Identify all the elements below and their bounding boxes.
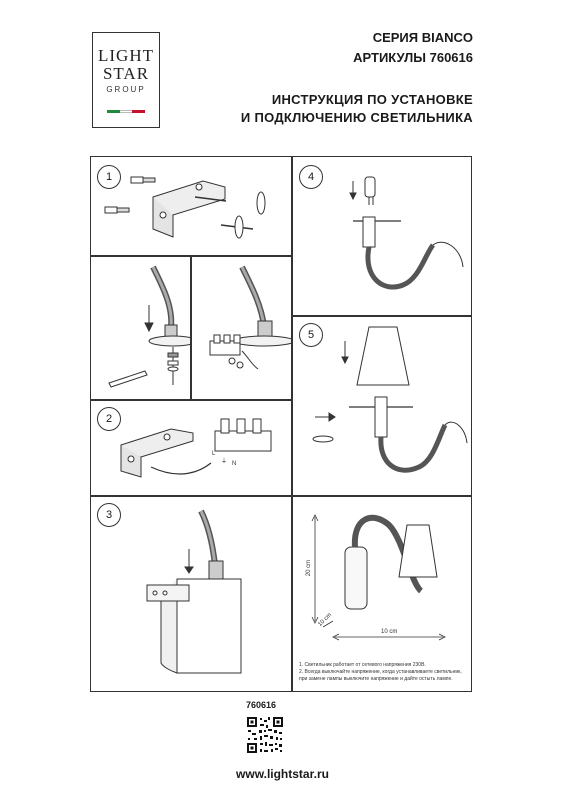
step-number-4: 4 bbox=[299, 165, 323, 189]
articles-title: АРТИКУЛЫ 760616 bbox=[353, 50, 473, 65]
panel-dimensions: 20 cm 10 cm 10 cm 1. Светильник работает… bbox=[292, 496, 472, 692]
panel-step-1-wiring bbox=[90, 256, 191, 400]
terminal-block-illustration bbox=[209, 265, 291, 370]
qr-code-icon bbox=[246, 716, 284, 754]
panel-step-1: 1 bbox=[90, 156, 292, 256]
panel-step-1-terminal bbox=[191, 256, 292, 400]
panel-step-2: 2 L ⏚ N bbox=[90, 400, 292, 496]
shade-installation-illustration bbox=[312, 326, 468, 473]
note-line-2: 2. Всегда выключайте напряжение, когда у… bbox=[299, 669, 462, 675]
shade-icon bbox=[356, 326, 410, 386]
canopy-mounting-illustration bbox=[146, 509, 242, 674]
step-number-1: 1 bbox=[97, 165, 121, 189]
step-number-3: 3 bbox=[97, 503, 121, 527]
instruction-title-line1: ИНСТРУКЦИЯ ПО УСТАНОВКЕ bbox=[271, 92, 473, 107]
step-number-5: 5 bbox=[299, 323, 323, 347]
note-line-1: 1. Светильник работает от сетевого напря… bbox=[299, 662, 426, 668]
terminal-label-l: L bbox=[212, 451, 216, 457]
instruction-title-line2: И ПОДКЛЮЧЕНИЮ СВЕТИЛЬНИКА bbox=[240, 110, 473, 125]
series-title: СЕРИЯ BIANCO bbox=[372, 30, 473, 45]
footer-article-number: 760616 bbox=[246, 700, 277, 710]
panel-step-4: 4 bbox=[292, 156, 472, 316]
cable-through-nut-illustration bbox=[108, 265, 190, 388]
lamp-bulb-icon bbox=[364, 176, 376, 198]
italian-flag-icon bbox=[107, 110, 146, 113]
step-number-2: 2 bbox=[97, 407, 121, 431]
logo-text-group: GROUP bbox=[106, 85, 146, 94]
logo-text-light: LIGHT bbox=[98, 46, 154, 65]
wiring-connection-illustration bbox=[120, 418, 272, 478]
panel-step-3: 3 bbox=[90, 496, 292, 692]
note-line-3: при замене лампы выключите напряжение и … bbox=[299, 676, 453, 682]
dimension-drawing bbox=[311, 514, 446, 641]
footer-website-link[interactable]: www.lightstar.ru bbox=[236, 767, 329, 781]
terminal-label-n: N bbox=[232, 461, 237, 467]
bracket-mounting-illustration bbox=[104, 176, 266, 239]
safety-notes: 1. Светильник работает от сетевого напря… bbox=[299, 662, 462, 683]
logo-text-star: STAR bbox=[102, 64, 150, 83]
dimension-width-label: 10 cm bbox=[381, 629, 398, 635]
dimension-height-label: 20 cm bbox=[306, 559, 313, 577]
bulb-insertion-illustration bbox=[349, 176, 464, 290]
wrench-icon bbox=[108, 370, 148, 388]
brand-logo: LIGHT STAR GROUP bbox=[92, 32, 160, 128]
panel-step-5: 5 bbox=[292, 316, 472, 496]
terminal-label-earth: ⏚ bbox=[221, 459, 228, 465]
